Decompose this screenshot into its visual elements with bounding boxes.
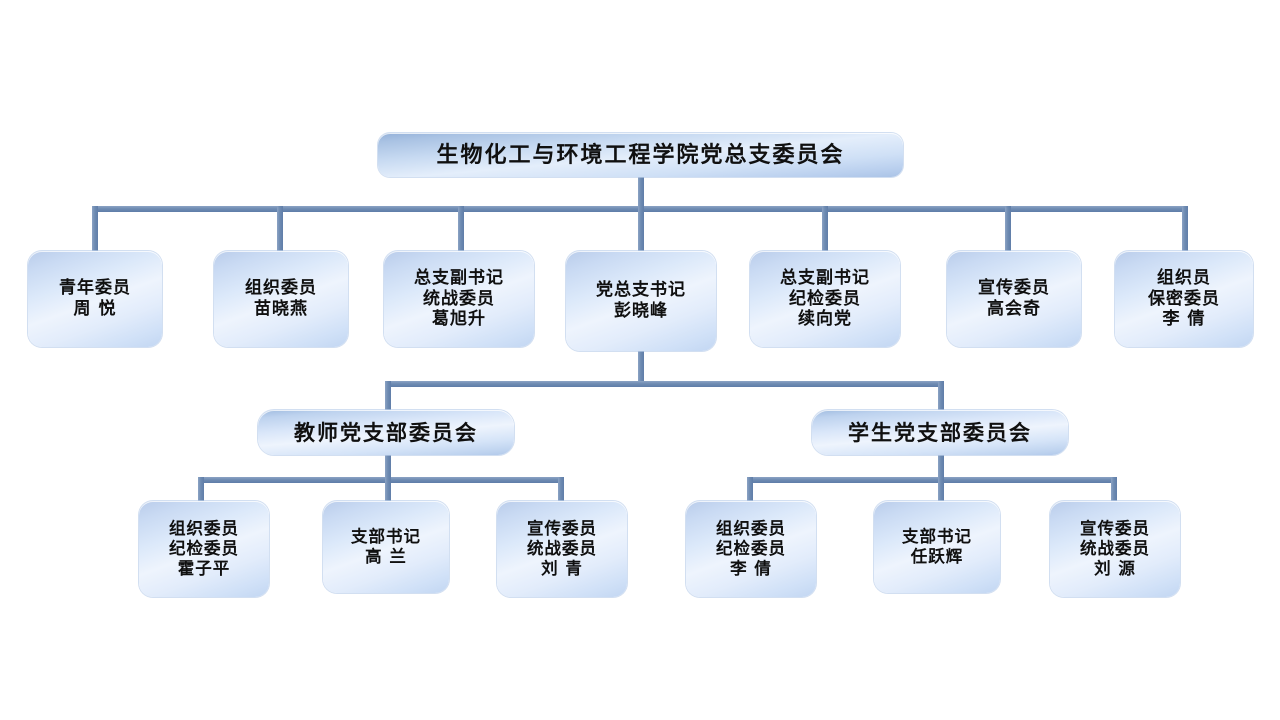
node-branch-label: 学生党支部委员会 <box>848 419 1032 445</box>
node-root-label: 生物化工与环境工程学院党总支委员会 <box>436 141 845 168</box>
node-name-line: 周 悦 <box>73 299 117 319</box>
node-title-line: 青年委员 <box>59 278 131 299</box>
node-name-line: 续向党 <box>798 309 852 330</box>
node-name-line: 高会奇 <box>987 299 1041 319</box>
node-title-line-2: 统战委员 <box>527 538 597 558</box>
connector-drop-s1 <box>747 477 753 501</box>
node-student-member-publicity-united-front[interactable]: 宣传委员 统战委员 刘 源 <box>1050 501 1180 597</box>
node-title-line-2: 纪检委员 <box>169 538 239 558</box>
connector-branch-bus <box>385 381 944 387</box>
node-title-line: 总支副书记 <box>780 267 870 288</box>
node-name-line: 李 倩 <box>730 559 772 579</box>
node-branch-label: 教师党支部委员会 <box>294 419 478 445</box>
node-title-line-2: 保密委员 <box>1148 288 1220 309</box>
connector-drop-m2 <box>277 206 283 251</box>
node-title-line: 支部书记 <box>351 526 421 546</box>
connector-drop-s3 <box>1111 477 1117 501</box>
node-title-line: 宣传委员 <box>978 278 1050 299</box>
connector-drop-t1 <box>198 477 204 501</box>
connector-teacher-bus <box>198 477 564 483</box>
node-title-line-2: 统战委员 <box>1080 538 1150 558</box>
node-member-organization[interactable]: 组织委员 苗晓燕 <box>214 251 348 347</box>
node-member-publicity[interactable]: 宣传委员 高会奇 <box>947 251 1081 347</box>
connector-drop-student-branch <box>938 381 944 410</box>
connector-drop-t2 <box>385 477 391 501</box>
connector-drop-m4 <box>638 206 644 251</box>
connector-student-bus <box>747 477 1117 483</box>
node-teacher-member-organization-discipline[interactable]: 组织委员 纪检委员 霍子平 <box>139 501 269 597</box>
node-branch-student[interactable]: 学生党支部委员会 <box>812 410 1068 455</box>
node-name-line: 李 倩 <box>1162 309 1206 330</box>
node-title-line: 支部书记 <box>902 526 972 546</box>
node-title-line: 组织委员 <box>716 518 786 538</box>
node-member-organizer-confidentiality[interactable]: 组织员 保密委员 李 倩 <box>1115 251 1253 347</box>
node-name-line: 葛旭升 <box>432 309 486 330</box>
connector-drop-t3 <box>558 477 564 501</box>
node-member-party-secretary[interactable]: 党总支书记 彭晓峰 <box>566 251 716 351</box>
node-title-line-2: 统战委员 <box>423 288 495 309</box>
node-root[interactable]: 生物化工与环境工程学院党总支委员会 <box>378 133 903 177</box>
connector-drop-m7 <box>1182 206 1188 251</box>
node-title-line: 组织员 <box>1157 267 1211 288</box>
node-name-line: 高 兰 <box>365 547 407 566</box>
node-title-line-2: 纪检委员 <box>716 538 786 558</box>
connector-drop-s2 <box>938 477 944 501</box>
connector-drop-teacher-branch <box>385 381 391 410</box>
node-student-member-secretary[interactable]: 支部书记 任跃辉 <box>874 501 1000 593</box>
node-student-member-organization-discipline[interactable]: 组织委员 纪检委员 李 倩 <box>686 501 816 597</box>
node-teacher-member-publicity-united-front[interactable]: 宣传委员 统战委员 刘 青 <box>497 501 627 597</box>
node-title-line: 组织委员 <box>245 278 317 299</box>
node-name-line: 霍子平 <box>177 559 231 579</box>
node-title-line: 宣传委员 <box>527 518 597 538</box>
connector-root-stem <box>638 176 644 212</box>
node-name-line: 刘 青 <box>541 559 583 579</box>
node-title-line: 党总支书记 <box>596 280 686 301</box>
node-title-line: 宣传委员 <box>1080 518 1150 538</box>
node-title-line: 总支副书记 <box>414 267 504 288</box>
node-member-deputy-secretary-united-front[interactable]: 总支副书记 统战委员 葛旭升 <box>384 251 534 347</box>
node-name-line: 刘 源 <box>1094 559 1136 579</box>
connector-student-stem <box>938 455 944 482</box>
node-member-deputy-secretary-discipline[interactable]: 总支副书记 纪检委员 续向党 <box>750 251 900 347</box>
connector-secretary-stem <box>638 351 644 384</box>
node-teacher-member-secretary[interactable]: 支部书记 高 兰 <box>323 501 449 593</box>
node-name-line: 彭晓峰 <box>614 301 668 321</box>
node-name-line: 任跃辉 <box>910 547 964 566</box>
connector-drop-m6 <box>1005 206 1011 251</box>
connector-drop-m3 <box>458 206 464 251</box>
node-member-youth[interactable]: 青年委员 周 悦 <box>28 251 162 347</box>
node-title-line: 组织委员 <box>169 518 239 538</box>
node-name-line: 苗晓燕 <box>254 299 308 319</box>
connector-drop-m1 <box>92 206 98 251</box>
connector-drop-m5 <box>822 206 828 251</box>
node-branch-teacher[interactable]: 教师党支部委员会 <box>258 410 514 455</box>
node-title-line-2: 纪检委员 <box>789 288 861 309</box>
connector-teacher-stem <box>385 455 391 482</box>
